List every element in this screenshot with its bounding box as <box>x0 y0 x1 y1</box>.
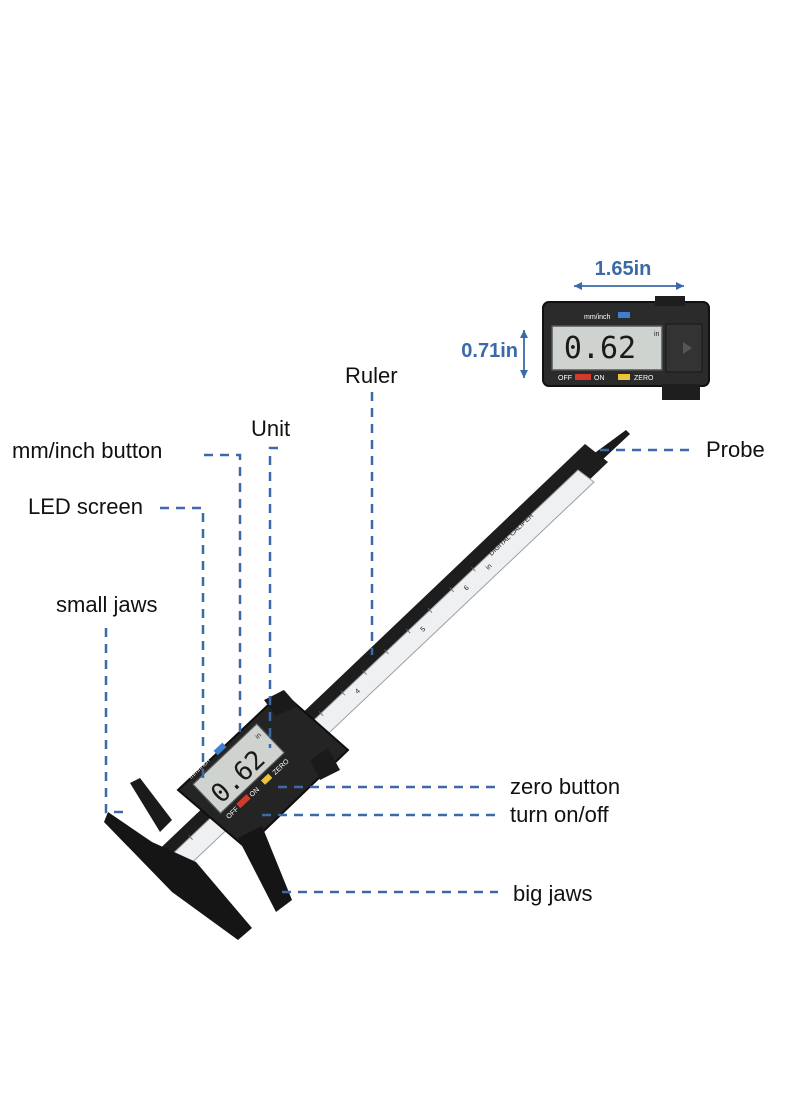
inch-unit: in <box>485 563 494 572</box>
leader-lines <box>104 392 694 894</box>
caliper: 10 90 100 110 120 130 140 150 mm 4 5 6 i… <box>104 430 630 940</box>
label-probe: Probe <box>706 437 765 462</box>
head-off-button[interactable] <box>236 794 251 809</box>
inset-off-button[interactable] <box>575 374 591 380</box>
inset-zero-label: ZERO <box>634 375 654 382</box>
inset-top-knob <box>655 296 685 306</box>
leader-unit <box>268 446 278 748</box>
head-zero-button[interactable] <box>260 773 273 785</box>
label-unit: Unit <box>251 416 290 441</box>
label-ruler: Ruler <box>345 363 398 388</box>
fixed-small-jaw <box>130 778 172 832</box>
inset-bottom-wheel <box>662 384 700 400</box>
inset-unit-indicator: in <box>654 331 660 338</box>
label-small-jaws: small jaws <box>56 592 157 617</box>
head-top-knob <box>264 690 298 716</box>
dimension-height-label: 0.71in <box>461 340 518 362</box>
inset-mode-label: mm/inch <box>584 314 611 321</box>
moving-big-jaw <box>238 826 292 912</box>
head-lcd-screen <box>192 722 286 815</box>
callout-labels: Ruler Unit mm/inch button LED screen sma… <box>12 363 765 906</box>
inset-on-label: ON <box>594 375 605 382</box>
inset-arrow-icon <box>683 342 692 354</box>
scale-tick-label: 10 <box>184 825 195 836</box>
inset-mode-button[interactable] <box>618 312 630 318</box>
inset-display-module: 0.62 in mm/inch OFF ON ZERO <box>542 296 710 400</box>
inset-lcd-screen <box>551 325 663 371</box>
scale-tick-label: 90 <box>314 701 325 712</box>
label-turn-on-off: turn on/off <box>510 802 610 827</box>
caliper-probe <box>592 430 630 462</box>
leader-led-screen <box>160 506 205 780</box>
head-mode-button[interactable] <box>213 742 227 756</box>
inset-zero-button[interactable] <box>618 374 630 380</box>
inset-reading: 0.62 <box>564 331 636 366</box>
leader-mm-inch-button <box>204 453 242 735</box>
dimension-width-label: 1.65in <box>595 258 652 280</box>
thumb-wheel <box>310 748 340 780</box>
dimension-height: 0.71in <box>461 330 528 378</box>
inch-tick-label: 4 <box>354 688 362 696</box>
inch-tick-label: 5 <box>420 626 428 634</box>
inset-off-label: OFF <box>558 375 572 382</box>
label-led-screen: LED screen <box>28 494 143 519</box>
fixed-big-jaw <box>104 812 252 940</box>
label-zero-button: zero button <box>510 774 620 799</box>
leader-small-jaws <box>104 628 124 814</box>
label-big-jaws: big jaws <box>513 881 592 906</box>
inch-tick-label: 6 <box>463 584 471 592</box>
label-mm-inch-button: mm/inch button <box>12 438 162 463</box>
head-unit-indicator: in <box>254 732 263 741</box>
dimension-width: 1.65in <box>574 258 684 290</box>
